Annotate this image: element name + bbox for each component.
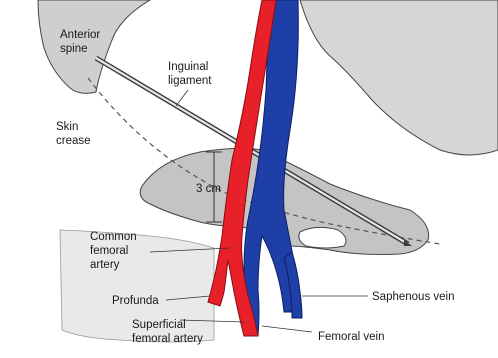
leader-inguinal-ligament — [176, 90, 188, 106]
label-saphenous-vein: Saphenous vein — [372, 291, 454, 303]
leader-femoral-vein — [262, 326, 312, 332]
label-inguinal-ligament: Inguinal ligament — [168, 61, 212, 87]
label-femoral-vein: Femoral vein — [318, 331, 384, 343]
obturator-foramen — [299, 227, 346, 248]
pelvis-right-shape — [300, 0, 498, 155]
label-skin-crease: Skin crease — [56, 121, 91, 147]
label-distance: 3 cm — [196, 183, 221, 195]
label-profunda: Profunda — [112, 295, 159, 307]
